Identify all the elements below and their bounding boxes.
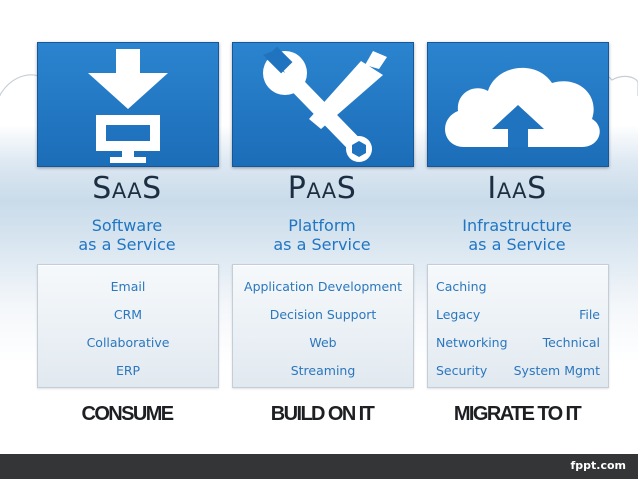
cloud-upload-icon [445, 67, 600, 147]
paas-abbreviation: PAAS [287, 171, 357, 206]
list-item: Web [309, 335, 337, 350]
wrench-screwdriver-icon [263, 46, 387, 162]
list-item: Technical [542, 335, 600, 350]
list-item: Legacy [436, 307, 481, 322]
iaas-tile [427, 42, 609, 167]
saas-items-box: Email CRM Collaborative ERP [37, 264, 219, 388]
list-item: ERP [115, 363, 141, 378]
list-item: Application Development [244, 279, 402, 294]
brand-label: fppt.com [570, 459, 626, 472]
saas-tile [37, 42, 219, 167]
list-item: Networking [436, 335, 508, 350]
paas-items-box: Application Development Decision Support… [232, 264, 414, 388]
list-item: Decision Support [269, 307, 377, 322]
saas-abbreviation: SAAS [92, 171, 162, 206]
iaas-abbreviation: IAAS [487, 171, 547, 206]
list-item: Email [110, 279, 146, 294]
paas-verb: BUILD ON IT [270, 403, 375, 425]
list-item: Caching [436, 279, 487, 294]
list-item: Security [436, 363, 488, 378]
footer-bar: fppt.com [0, 454, 638, 479]
iaas-verb: MIGRATE TO IT [453, 403, 582, 425]
iaas-full-name: Infrastructure as a Service [462, 216, 572, 254]
paas-full-name: Platform as a Service [273, 216, 371, 254]
list-item: Streaming [290, 363, 356, 378]
list-item: System Mgmt [513, 363, 600, 378]
list-item: Collaborative [86, 335, 170, 350]
paas-tile [232, 42, 414, 167]
saas-full-name: Software as a Service [78, 216, 176, 254]
list-item: CRM [113, 307, 143, 322]
list-item: File [579, 307, 600, 322]
saas-verb: CONSUME [81, 403, 174, 425]
download-to-computer-icon [88, 49, 168, 163]
iaas-items-box: Caching Legacy File Networking Technical… [427, 264, 609, 388]
